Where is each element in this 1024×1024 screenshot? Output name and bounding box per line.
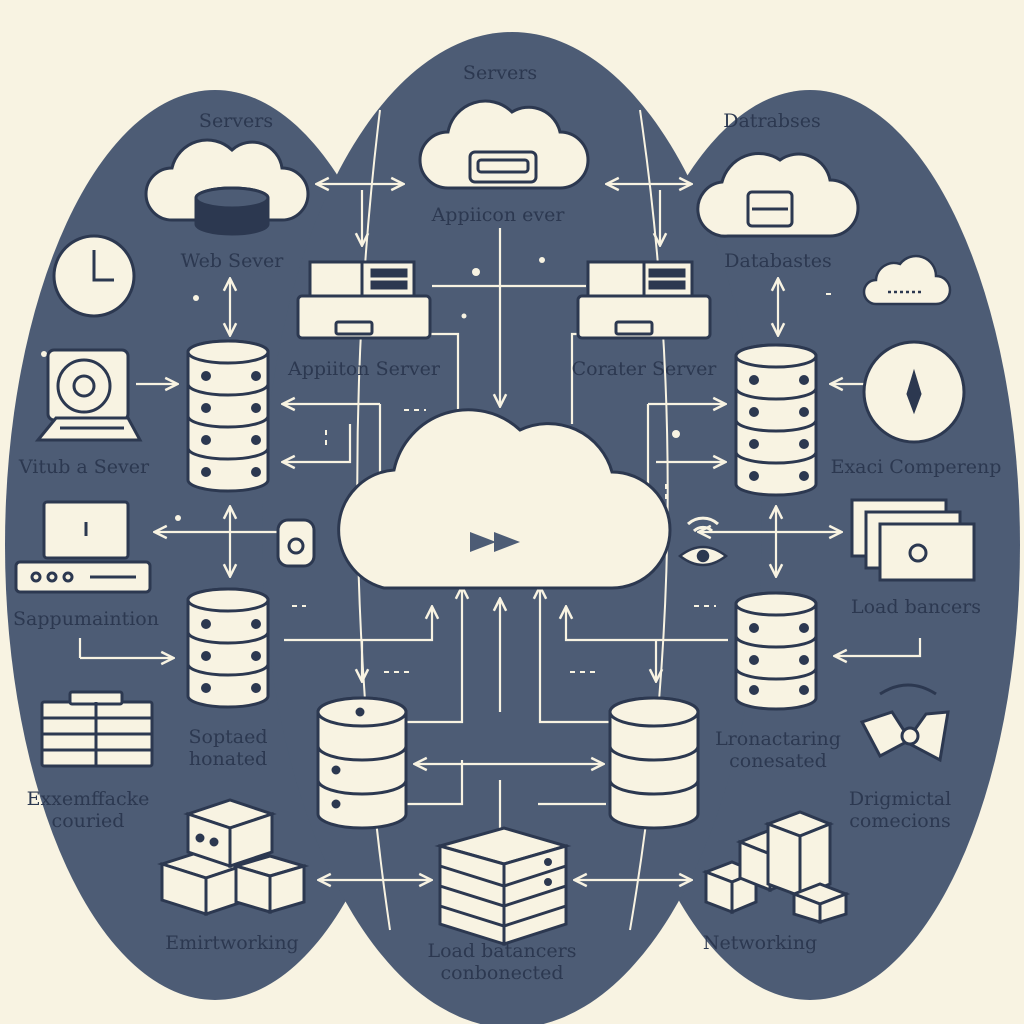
laptop-icon: [34, 348, 143, 442]
database-icon: [734, 343, 818, 497]
wifi-icon: [686, 516, 720, 533]
cloud-icon: [862, 254, 952, 306]
label-lronactaring: Lronactaring conesated: [715, 728, 841, 772]
database-icon: [316, 696, 408, 830]
document-stack-icon: [850, 498, 976, 582]
database-icon: [734, 591, 818, 711]
router-icon: [14, 500, 152, 594]
label-load-bottom-line2: conbonected: [440, 962, 564, 984]
label-exemface: Exxemffacke couried: [27, 788, 150, 832]
appliance-server-icon: [576, 260, 712, 340]
label-soptaed-line1: Soptaed: [188, 726, 268, 748]
label-drigmical-line2: comecions: [849, 810, 951, 832]
forward-arrow-icon: [470, 532, 520, 552]
database-icon: [608, 696, 700, 830]
database-icon: [186, 587, 270, 709]
dashed-markers: [292, 293, 836, 673]
label-application-ever: Appiicon ever: [431, 204, 565, 226]
label-soptaed: Soptaed honated: [189, 726, 268, 770]
label-emirtworking: Emirtworking: [165, 932, 299, 954]
label-drigmical: Drigmictal comecions: [849, 788, 951, 832]
compass-icon: [862, 340, 966, 444]
label-corater-server: Corater Server: [571, 358, 717, 380]
label-lronactaring-line2: conesated: [729, 750, 827, 772]
label-sappunantion: Sappumaintion: [13, 608, 159, 630]
server-stack-icon: [194, 186, 270, 236]
label-load-bancers: Load bancers: [850, 596, 982, 618]
label-databases: Databastes: [724, 250, 832, 272]
box-stack-icon: [701, 810, 851, 925]
cloud-icon: [696, 152, 860, 238]
label-lronactaring-line1: Lronactaring: [715, 728, 841, 750]
label-drigmical-line1: Drigmictal: [848, 788, 952, 810]
label-servers-left: Servers: [198, 110, 274, 132]
device-icon: [276, 518, 316, 568]
label-virtual-server: Vitub a Sever: [18, 456, 150, 478]
label-exemface-line2: couried: [51, 810, 125, 832]
label-soptaed-line2: honated: [188, 748, 268, 770]
central-cloud-icon: [337, 408, 672, 590]
label-load-bottom: Load batancers conbonected: [428, 940, 577, 984]
server-rack-icon: [434, 826, 572, 947]
clock-icon: [52, 234, 136, 318]
label-load-bottom-line1: Load batancers: [427, 940, 577, 962]
cloud-icon: [418, 99, 590, 190]
box-stack-icon: [157, 798, 310, 917]
appliance-server-icon: [296, 260, 432, 340]
label-exact-comperenp: Exaci Comperenp: [830, 456, 1002, 478]
label-servers-top: Servers: [462, 62, 538, 84]
database-icon: [186, 339, 270, 493]
label-databases-top: Datrabses: [723, 110, 821, 132]
label-exemface-line1: Exxemffacke: [26, 788, 150, 810]
label-appiiton-server: Appiiton Server: [288, 358, 440, 380]
box-stack-icon: [40, 690, 154, 768]
eye-icon: [677, 545, 729, 567]
label-networking: Networking: [702, 932, 818, 954]
handshake-icon: [859, 683, 950, 763]
connectors: [78, 184, 922, 880]
label-web-server: Web Sever: [180, 250, 284, 272]
